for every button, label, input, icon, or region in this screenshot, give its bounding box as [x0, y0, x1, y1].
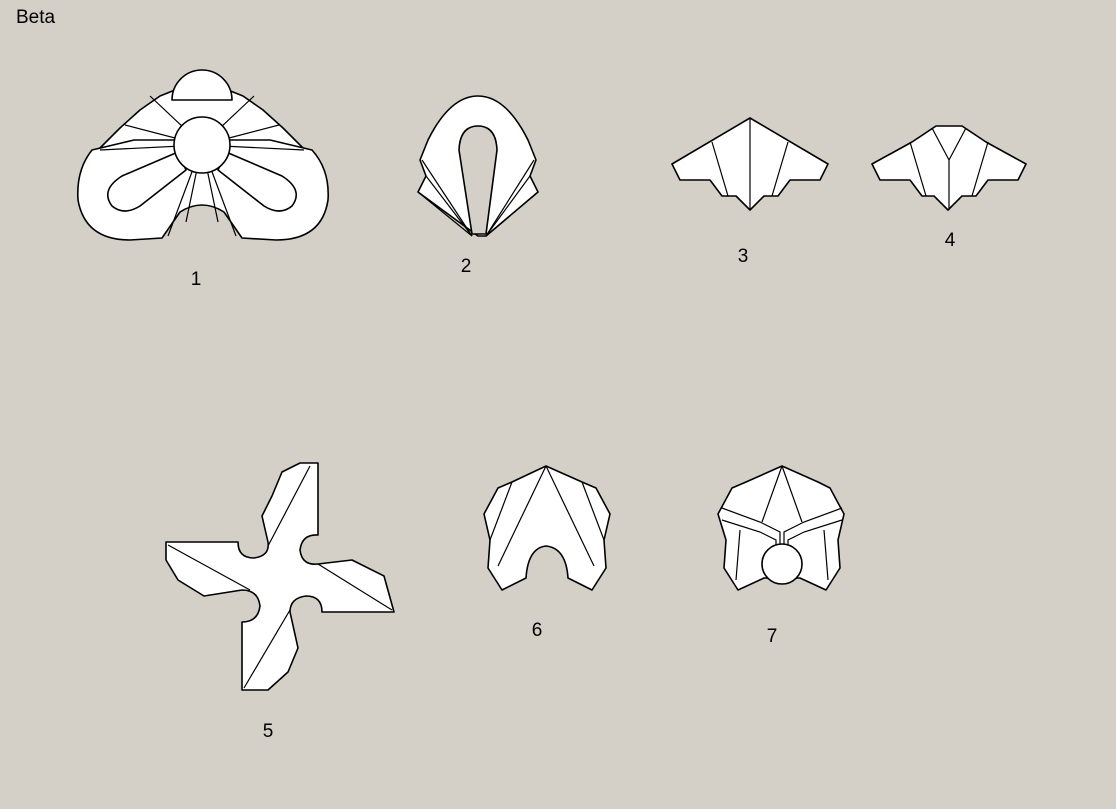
shape-6	[483, 465, 611, 591]
shape-6-label: 6	[532, 620, 543, 641]
shape-2-label: 2	[461, 256, 472, 277]
shape-5-label: 5	[263, 721, 274, 742]
shape-2	[417, 95, 539, 237]
shape-4-label: 4	[945, 230, 956, 251]
shape-1-label: 1	[191, 269, 202, 290]
shape-1	[76, 69, 329, 241]
shape-3	[671, 117, 829, 211]
page-title: Beta	[16, 7, 56, 28]
shape-4	[871, 125, 1027, 211]
shape-3-label: 3	[738, 246, 749, 267]
shape-7-label: 7	[767, 626, 778, 647]
shape-7	[717, 465, 845, 591]
shape-5	[165, 462, 395, 691]
